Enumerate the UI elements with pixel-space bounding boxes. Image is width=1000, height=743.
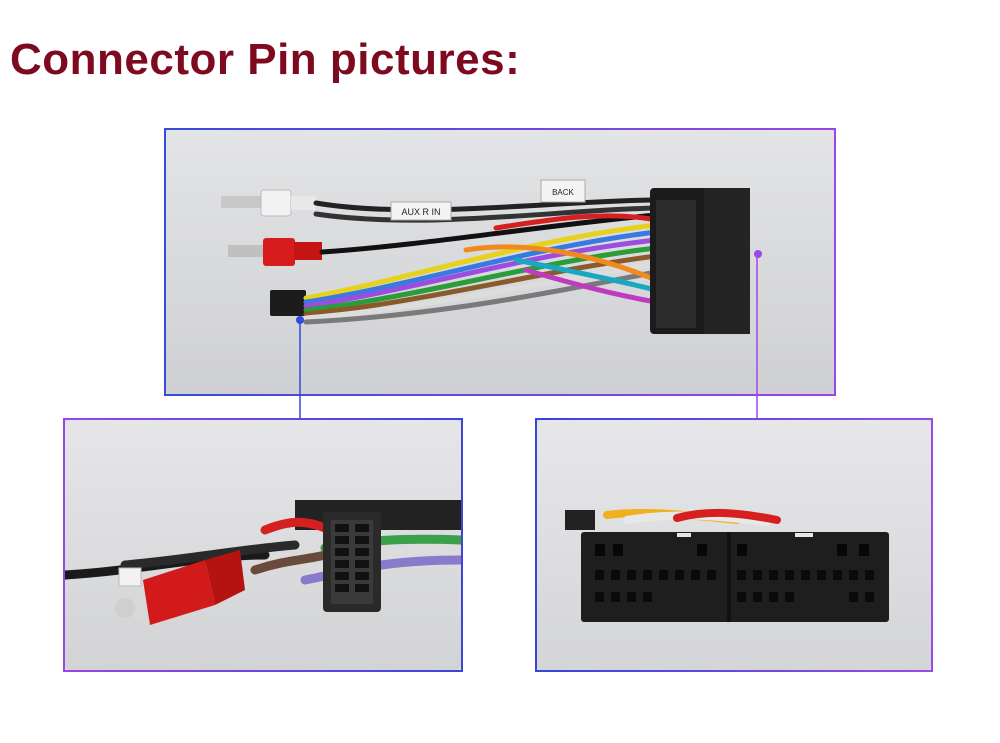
wire-tag-aux: AUX R IN xyxy=(390,201,452,221)
sixteen-pin-plug xyxy=(323,512,381,612)
wire-tag-back: BACK xyxy=(540,179,586,203)
main-connector xyxy=(650,188,750,334)
harness-photo: AUX R IN BACK xyxy=(164,128,836,396)
pointer-dot-left xyxy=(296,316,304,324)
connector-face xyxy=(581,532,889,622)
white-plug xyxy=(118,567,142,587)
rca-plug-white xyxy=(221,189,316,217)
wire-bundle xyxy=(303,197,659,325)
pin-plug-closeup-photo xyxy=(63,418,463,672)
main-connector-closeup-photo xyxy=(535,418,933,672)
svg-text:BACK: BACK xyxy=(552,188,574,197)
rca-plug-red-closeup xyxy=(115,550,245,625)
pointer-dot-right xyxy=(754,250,762,258)
svg-text:AUX R IN: AUX R IN xyxy=(401,207,440,217)
rca-plug-red xyxy=(228,238,322,266)
page-title: Connector Pin pictures: xyxy=(10,35,521,84)
harness-illustration: AUX R IN BACK xyxy=(166,130,834,394)
small-plug xyxy=(270,290,306,316)
